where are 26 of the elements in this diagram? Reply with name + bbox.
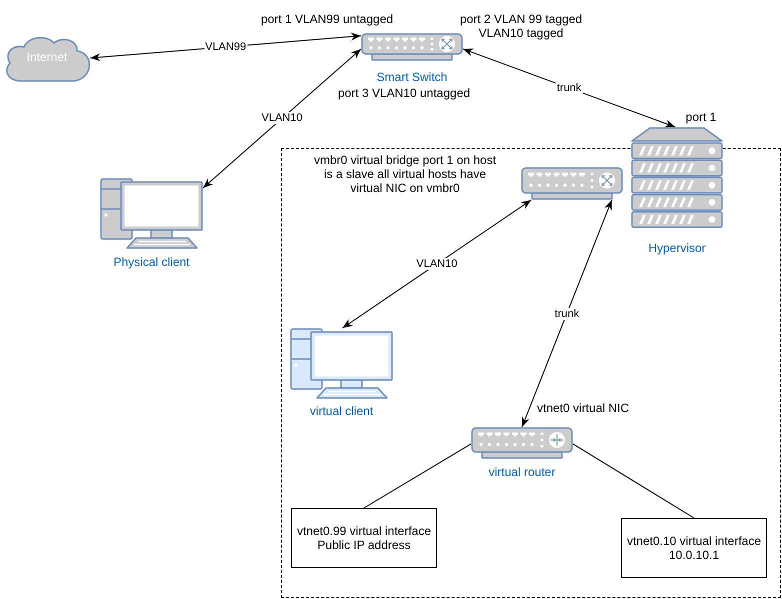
device-label: Smart Switch <box>376 70 448 84</box>
annotation-text: port 3 VLAN10 untagged <box>336 86 472 100</box>
connector-line <box>572 443 694 518</box>
connector-line <box>364 443 472 508</box>
device-label: virtual router <box>488 465 556 479</box>
connector-arrow <box>522 200 612 428</box>
edge-label: trunk <box>556 82 582 94</box>
annotation-text: port 1 VLAN99 untagged <box>260 12 394 26</box>
edge-label: VLAN99 <box>204 40 248 53</box>
interface-description: vtnet0.99 virtual interface Public IP address <box>296 524 432 552</box>
device-label: virtual client <box>308 404 374 418</box>
edge-label: VLAN10 <box>415 258 458 270</box>
edge-label: VLAN10 <box>260 112 304 124</box>
connector-arrow <box>202 48 362 188</box>
annotation-text: vtnet0 virtual NIC <box>537 401 630 415</box>
device-label: Physical client <box>112 255 191 269</box>
dashed-boundary <box>281 148 781 598</box>
annotation-text: port 2 VLAN 99 tagged VLAN10 tagged <box>458 12 584 40</box>
interface-box <box>291 508 437 568</box>
interface-box <box>621 518 767 578</box>
connector-arrow <box>342 200 532 328</box>
device-label: Hypervisor <box>647 241 707 255</box>
edge-label: trunk <box>554 308 580 320</box>
interface-description: vtnet0.10 virtual interface 10.0.10.1 <box>626 534 762 562</box>
annotation-text: vmbr0 virtual bridge port 1 on host is a slave all virtual hosts have virtual NIC on vmbr0 <box>312 153 498 195</box>
annotation-text: port 1 <box>684 110 718 124</box>
